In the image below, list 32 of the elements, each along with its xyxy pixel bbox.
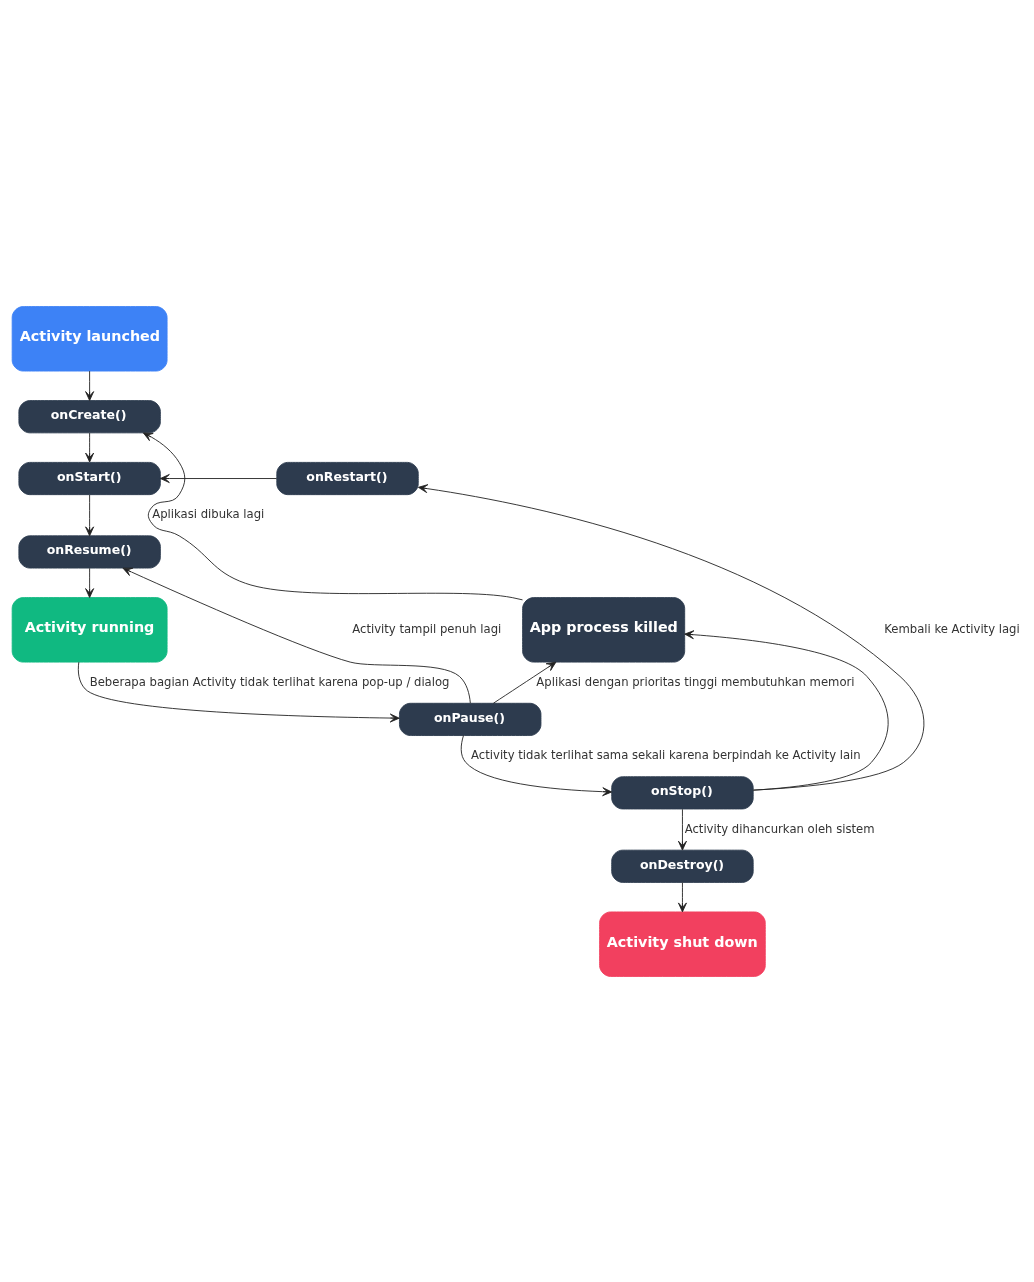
edge-label: Activity dihancurkan oleh sistem	[684, 821, 875, 836]
arrow	[492, 661, 557, 704]
edge-label: Kembali ke Activity lagi	[884, 621, 1020, 636]
edge-label: Aplikasi dibuka lagi	[152, 506, 265, 521]
arrow	[417, 483, 925, 791]
arrow	[85, 567, 95, 598]
edge-label: Aplikasi dengan prioritas tinggi membutuhkan memori	[536, 674, 855, 689]
node-box: onStart()	[18, 461, 161, 495]
node-box: onResume()	[18, 534, 161, 569]
arrow	[77, 661, 400, 723]
node-box: onStop()	[611, 775, 754, 809]
arrow	[85, 494, 95, 536]
arrow	[460, 734, 613, 796]
arrow	[677, 808, 687, 851]
arrow	[142, 431, 523, 600]
arrow	[85, 370, 95, 401]
arrow	[677, 881, 687, 912]
node-box: App process killed	[522, 596, 686, 663]
node-box: Activity launched	[11, 305, 168, 371]
arrow	[122, 567, 471, 704]
node-box: onRestart()	[276, 461, 419, 495]
edge-label: Beberapa bagian Activity tidak terlihat karena pop-up / dialog	[89, 674, 450, 689]
arrow	[684, 629, 889, 791]
edge-label: Activity tidak terlihat sama sekali karena berpindah ke Activity lain	[471, 747, 861, 762]
node-box: Activity running	[11, 596, 168, 663]
edge-label: Activity tampil penuh lagi	[352, 621, 502, 636]
node-box: onDestroy()	[611, 849, 754, 883]
arrow	[85, 432, 95, 462]
node-box: onPause()	[399, 702, 542, 736]
node-box: Activity shut down	[599, 911, 766, 977]
arrow	[159, 473, 278, 483]
node-box: onCreate()	[18, 399, 161, 433]
